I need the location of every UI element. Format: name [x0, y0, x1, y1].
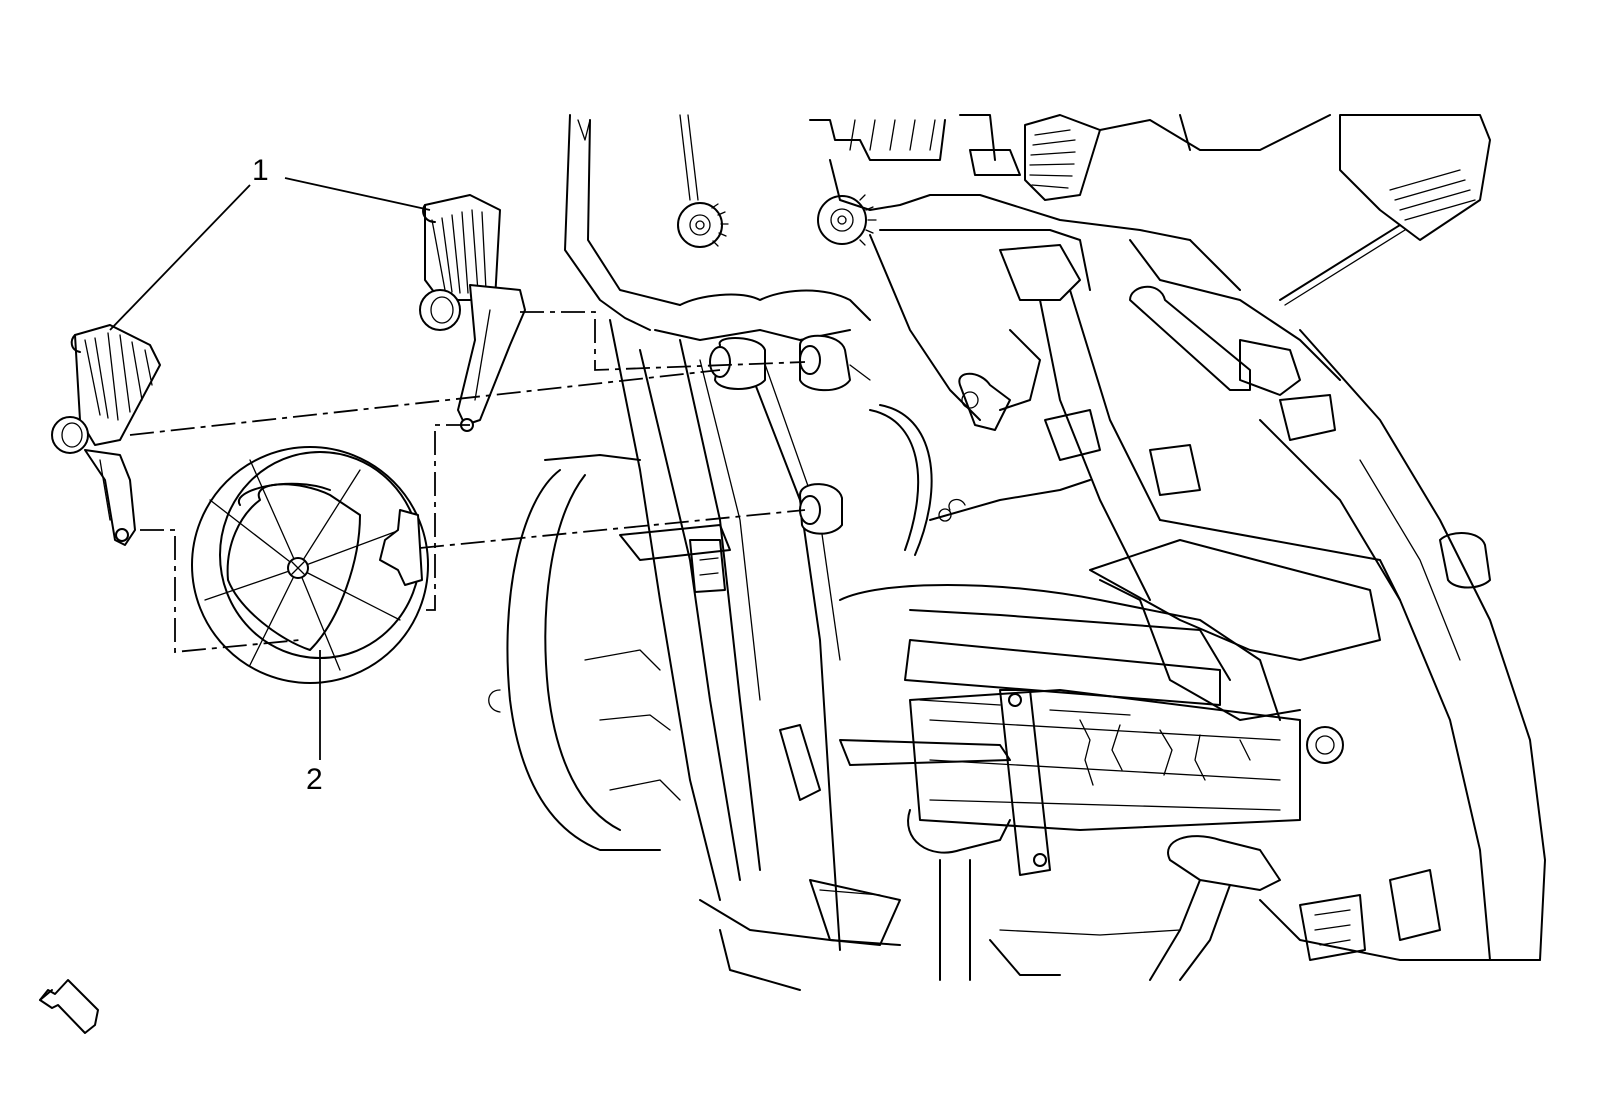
hvac-module-housing: [488, 114, 901, 991]
hvac-upper-right-structure: [779, 114, 1546, 981]
actuator-gear-right: [817, 194, 877, 246]
actuator-gear-left: [677, 114, 729, 248]
mode-actuator-lever-left: [51, 324, 161, 546]
mode-actuator-lever-right: [419, 194, 526, 432]
assembly-guide-lines: [129, 311, 806, 653]
actuator-mounting-shafts: [619, 334, 871, 593]
view-direction-arrow-icon: [39, 979, 99, 1034]
callout-label-1: 1: [252, 154, 269, 187]
callout-label-2: 2: [306, 763, 323, 796]
callout-leaders: [109, 177, 431, 760]
